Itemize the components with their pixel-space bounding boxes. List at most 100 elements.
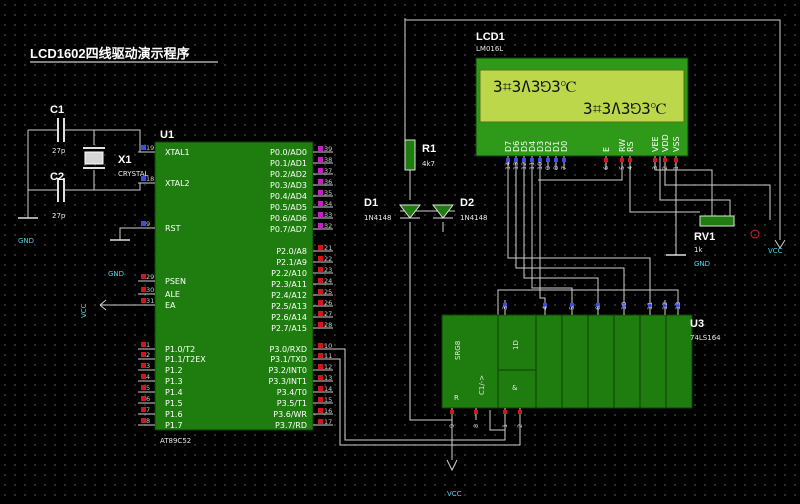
u3-cell <box>561 314 589 409</box>
u1-pin-marker <box>318 397 323 402</box>
u1-pin-marker <box>141 298 146 303</box>
u3-ref: U3 <box>690 318 704 330</box>
u3-pin-num: 10 <box>620 302 628 310</box>
u1-pin-num: 28 <box>324 321 332 329</box>
u1-pin-name: ALE <box>165 290 180 299</box>
lcd-pin-marker <box>653 158 657 162</box>
d1-diode[interactable]: D1 1N4148 <box>364 197 422 222</box>
u1-pin-marker <box>318 364 323 369</box>
u1-pin-marker <box>318 343 323 348</box>
u3-bottom-marker <box>450 410 454 414</box>
lcd-pin-marker <box>663 158 667 162</box>
d2-diode[interactable]: D2 1N4148 <box>431 197 488 222</box>
u1-pin-marker <box>141 385 146 390</box>
vcc1-label: VCC <box>80 303 88 318</box>
u1-pin-name: P0.1/AD1 <box>270 159 307 168</box>
u3-pin-marker <box>663 303 667 307</box>
u1-pin-num: 35 <box>324 189 332 197</box>
u3-cell <box>535 314 563 409</box>
u1-pin-name: P1.3 <box>165 377 183 386</box>
u3-pin-marker <box>503 303 507 307</box>
gnd-rst: GND <box>108 239 130 278</box>
u3-bottom-num: 1 <box>501 424 509 428</box>
u1-pin-name: P3.7/RD <box>275 421 307 430</box>
lcd-pin-num: 5 <box>618 166 626 170</box>
x1-ref: X1 <box>118 154 131 166</box>
gnd1-label: GND <box>18 237 34 245</box>
u1-pin-name: P0.7/AD7 <box>270 225 307 234</box>
lcd-pin-marker <box>506 158 510 162</box>
u1-pin-num: 17 <box>324 418 332 426</box>
lcd-pin-name: D7 <box>504 141 513 152</box>
vcc-right: VCC <box>768 239 786 255</box>
r1-ref: R1 <box>422 143 436 155</box>
u1-pin-marker <box>318 408 323 413</box>
c1-capacitor[interactable]: C1 27p <box>42 104 80 155</box>
u1-pin-name: P3.2/INT0 <box>268 366 307 375</box>
c2-capacitor[interactable]: C2 27p <box>42 171 80 220</box>
u1-pin-marker <box>318 212 323 217</box>
u1-pin-name: P0.4/AD4 <box>270 192 307 201</box>
lcd-line1: 3⌗3Ʌ3⅁3℃ <box>493 77 577 96</box>
lcd-pin-marker <box>522 158 526 162</box>
u1-pin-num: 5 <box>146 384 150 392</box>
u1-pin-name: P0.0/AD0 <box>270 148 307 157</box>
u1-pin-marker <box>318 311 323 316</box>
u3-cell <box>613 314 641 409</box>
u1-pin-num: 18 <box>146 175 154 183</box>
u1-pin-name: P2.1/A9 <box>276 258 307 267</box>
u3-srg: SRG8 <box>454 341 462 360</box>
u1-pin-name: P3.6/WR <box>273 410 307 419</box>
rv1-value: 1k <box>694 246 703 254</box>
u1-pin-marker <box>318 386 323 391</box>
lcd-pin-name: RW <box>618 139 627 152</box>
c2-value: 27p <box>52 212 66 220</box>
x1-body <box>84 151 104 165</box>
c2-ref: C2 <box>50 171 64 183</box>
rv1-potentiometer[interactable]: RV1 1k <box>694 210 760 254</box>
lcd-pin-name: D6 <box>512 141 521 152</box>
u1-pin-num: 36 <box>324 178 332 186</box>
u1-pin-marker <box>318 179 323 184</box>
rv1-adjust-icon[interactable] <box>750 229 760 239</box>
u1-pin-num: 13 <box>324 374 332 382</box>
d2-ref: D2 <box>460 197 474 209</box>
u1-pin-name: P2.3/A11 <box>271 280 307 289</box>
u1-pin-marker <box>141 363 146 368</box>
u1-pin-num: 37 <box>324 167 332 175</box>
u1-pin-marker <box>318 300 323 305</box>
lcd1-display[interactable]: LCD1 LM016L 3⌗3Ʌ3⅁3℃ 3⌗3Ʌ3⅁3℃ D714D613D5… <box>475 31 689 170</box>
u1-pin-name: P1.7 <box>165 421 183 430</box>
u3-pin-marker <box>570 303 574 307</box>
lcd-pin-name: VDD <box>661 134 670 152</box>
vcc2-arrow <box>774 239 786 249</box>
d1-body <box>398 204 422 219</box>
u1-pin-num: 4 <box>146 373 150 381</box>
r1-resistor[interactable]: R1 4k7 <box>404 139 436 171</box>
u1-pin-num: 9 <box>146 220 150 228</box>
u1-pin-num: 2 <box>146 351 150 359</box>
u3-cell <box>665 314 693 409</box>
u1-pin-name: P2.4/A12 <box>271 291 307 300</box>
u1-pin-name: P2.6/A14 <box>271 313 307 322</box>
lcd-pin-name: RS <box>626 141 635 152</box>
u1-pin-name: EA <box>165 301 176 310</box>
vcc-ea: VCC <box>80 299 107 318</box>
u1-pin-marker <box>318 353 323 358</box>
u1-pin-name: P1.2 <box>165 366 183 375</box>
lcd-pin-num: 3 <box>651 166 659 170</box>
d2-body <box>431 204 455 219</box>
u1-pin-num: 27 <box>324 310 332 318</box>
u1-pin-name: P3.4/T0 <box>277 388 307 397</box>
u1-pin-name: P3.1/TXD <box>270 355 307 364</box>
lcd-pin-name: VSS <box>672 136 681 152</box>
u1-pin-marker <box>318 190 323 195</box>
x1-crystal[interactable]: X1 CRYSTAL <box>83 147 149 178</box>
u1-pin-marker <box>141 221 146 226</box>
u1-pin-marker <box>141 418 146 423</box>
lcd-pin-name: D3 <box>536 141 545 152</box>
